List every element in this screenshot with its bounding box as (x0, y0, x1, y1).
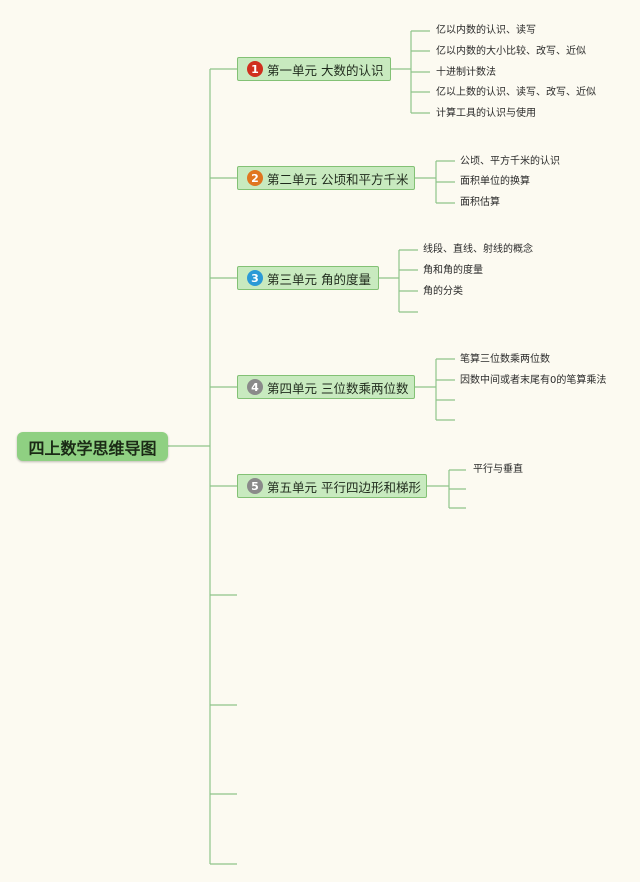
topic-item[interactable]: 公顷、平方千米的认识 (460, 156, 560, 167)
topic-item[interactable]: 因数中间或者末尾有0的笔算乘法 (460, 375, 607, 386)
unit-label: 第四单元 三位数乘两位数 (267, 380, 409, 396)
topic-item[interactable]: 亿以内数的认识、读写 (436, 25, 536, 36)
unit-node-3[interactable]: 3 第三单元 角的度量 (237, 266, 379, 290)
topic-item[interactable]: 角和角的度量 (423, 265, 483, 276)
root-title: 四上数学思维导图 (28, 438, 157, 458)
number-5-icon: 5 (247, 478, 263, 494)
topic-item[interactable]: 亿以内数的大小比较、改写、近似 (436, 46, 586, 57)
unit-label: 第二单元 公顷和平方千米 (267, 171, 409, 187)
unit-node-1[interactable]: 1 第一单元 大数的认识 (237, 57, 391, 81)
number-3-icon: 3 (247, 270, 263, 286)
topic-item[interactable]: 十进制计数法 (436, 67, 496, 78)
unit-node-5[interactable]: 5 第五单元 平行四边形和梯形 (237, 474, 427, 498)
unit-node-4[interactable]: 4 第四单元 三位数乘两位数 (237, 375, 415, 399)
number-1-icon: 1 (247, 61, 263, 77)
unit-label: 第五单元 平行四边形和梯形 (267, 479, 421, 495)
number-4-icon: 4 (247, 379, 263, 395)
unit-node-2[interactable]: 2 第二单元 公顷和平方千米 (237, 166, 415, 190)
topic-item[interactable]: 面积估算 (460, 197, 500, 208)
topic-item[interactable]: 平行与垂直 (473, 464, 523, 475)
topic-item[interactable]: 线段、直线、射线的概念 (423, 244, 533, 255)
root-node[interactable]: 四上数学思维导图 (17, 432, 168, 461)
topic-item[interactable]: 计算工具的认识与使用 (436, 108, 536, 119)
topic-item[interactable]: 亿以上数的认识、读写、改写、近似 (436, 87, 596, 98)
topic-item[interactable]: 笔算三位数乘两位数 (460, 354, 550, 365)
number-2-icon: 2 (247, 170, 263, 186)
unit-label: 第三单元 角的度量 (267, 271, 371, 287)
topic-item[interactable]: 面积单位的换算 (460, 176, 530, 187)
topic-item[interactable]: 角的分类 (423, 286, 463, 297)
unit-label: 第一单元 大数的认识 (267, 62, 384, 78)
